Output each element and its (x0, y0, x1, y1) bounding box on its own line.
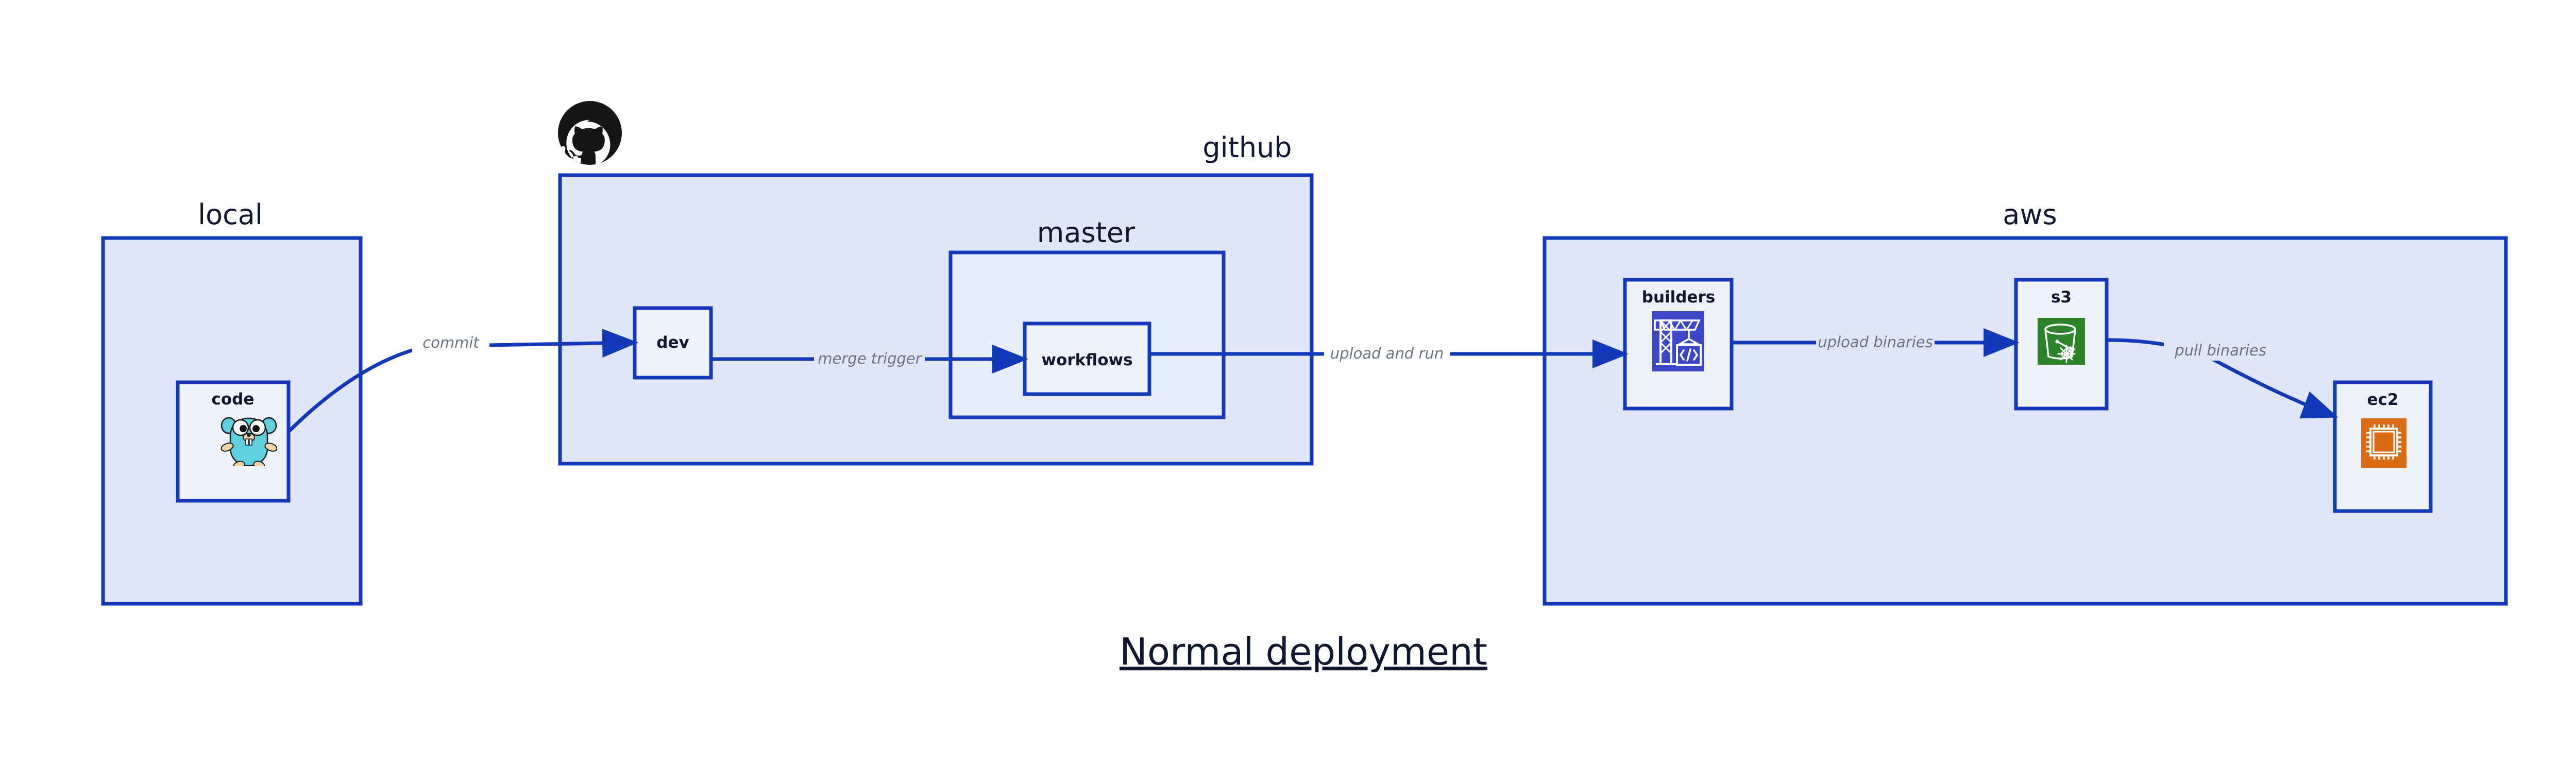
node-workflows[interactable] (1023, 321, 1151, 396)
edge-builders-to-s3: upload binaries (1732, 328, 2020, 357)
github-octocat-icon (558, 101, 622, 165)
node-label-code: code (212, 390, 255, 409)
node-label-s3: s3 (2051, 288, 2072, 307)
aws-builders-icon (1652, 311, 1704, 371)
group-label-local: local (198, 198, 263, 231)
aws-ec2-icon (2361, 418, 2406, 468)
diagram-title: Normal deployment (1120, 630, 1487, 673)
node-label-workflows: workflows (1041, 351, 1132, 369)
node-builders[interactable] (1623, 278, 1734, 411)
group-label-master: master (1037, 216, 1136, 249)
node-label-dev: dev (656, 333, 689, 352)
node-label-builders: builders (1642, 288, 1715, 307)
aws-s3-glacier-icon (2038, 318, 2085, 365)
edge-label-upload-binaries: upload binaries (1818, 333, 1933, 351)
node-dev[interactable] (633, 306, 713, 380)
go-gopher-icon (221, 417, 277, 466)
edge-label-pull-binaries: pull binaries (2174, 342, 2266, 359)
edge-label-upload-and-run: upload and run (1330, 345, 1444, 362)
edge-code-to-dev: commit (287, 329, 638, 433)
group-label-github: github (1202, 131, 1292, 164)
node-label-ec2: ec2 (2367, 390, 2399, 409)
edge-workflows-to-builders: upload and run (1149, 339, 1629, 368)
edge-label-commit: commit (422, 334, 480, 351)
group-label-aws: aws (2003, 198, 2057, 231)
edge-s3-to-ec2: pull binaries (2106, 338, 2338, 419)
edge-dev-to-workflows: merge trigger (711, 345, 1028, 373)
edge-label-merge-trigger: merge trigger (818, 350, 922, 367)
